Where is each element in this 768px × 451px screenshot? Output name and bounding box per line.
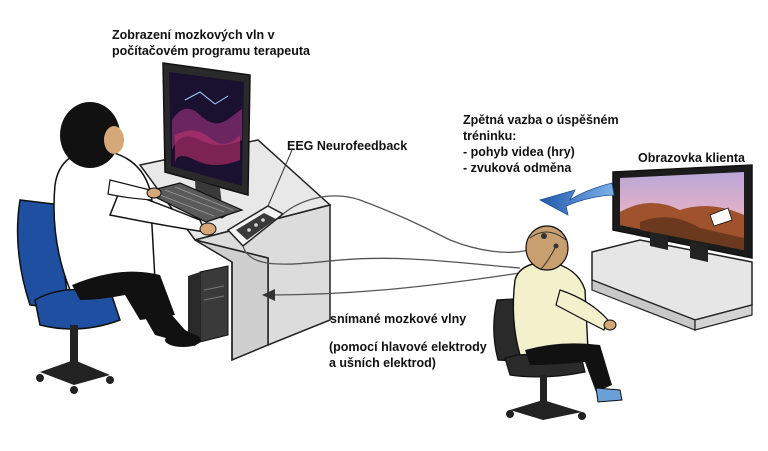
label-brainwaves: snímané mozkové vlny [330, 312, 467, 326]
label-line: Zpětná vazba o úspěšném [463, 113, 619, 127]
eeg-cable-lower [242, 245, 521, 269]
label-line: a ušních elektrod) [329, 356, 436, 370]
label-line: - zvuková odměna [463, 161, 572, 175]
label-eeg-device: EEG Neurofeedback [287, 139, 408, 153]
eeg-cable [282, 195, 529, 253]
label-line: počítačovém programu terapeuta [112, 44, 310, 58]
brainwave-arrow [269, 272, 521, 296]
label-pointer-eeg [267, 149, 293, 207]
label-client-screen: Obrazovka klienta [638, 151, 745, 165]
label-therapist-monitor: Zobrazení mozkových vln v počítačovém pr… [112, 27, 310, 59]
label-line: (pomocí hlavové elektrody [329, 340, 487, 354]
brainwave-arrowhead [262, 289, 275, 301]
computer-tower [188, 265, 229, 343]
therapist-person [53, 102, 217, 347]
label-line: Zobrazení mozkových vln v [112, 28, 275, 42]
feedback-arrow [538, 182, 615, 216]
keyboard [143, 182, 244, 223]
client-screen [591, 164, 753, 331]
label-electrodes-note: (pomocí hlavové elektrody a ušních elekt… [329, 339, 487, 371]
label-line: tréninku: [463, 129, 517, 143]
client-person [512, 225, 623, 403]
therapist-monitor [162, 62, 251, 219]
label-line: - pohyb videa (hry) [463, 145, 575, 159]
label-feedback: Zpětná vazba o úspěšném tréninku: - pohy… [463, 112, 619, 176]
